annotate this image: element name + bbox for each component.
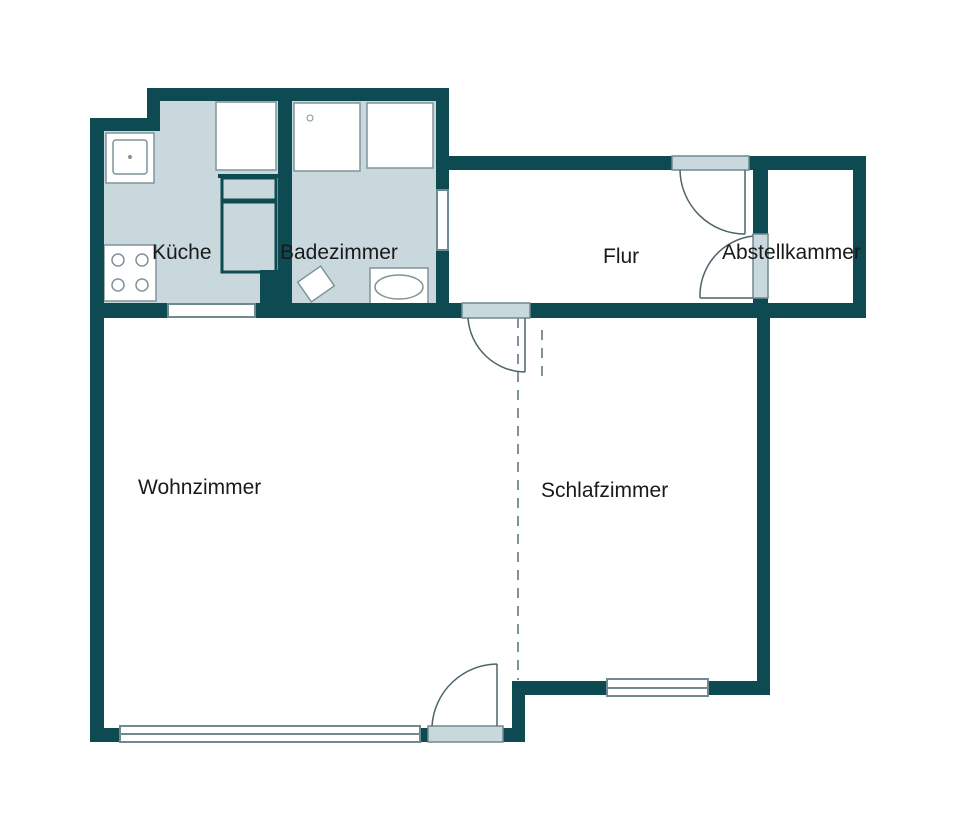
shower-icon	[293, 102, 361, 172]
entrance-door[interactable]	[671, 155, 750, 235]
toilet-icon	[296, 265, 336, 303]
washbasin-icon	[369, 267, 429, 305]
bathroom-window	[436, 189, 449, 251]
cabinet-icon	[220, 176, 278, 202]
counter-edge	[218, 174, 278, 178]
washing-machine-icon	[366, 102, 434, 169]
label-kitchen: Küche	[152, 241, 212, 264]
kitchen-window	[167, 303, 256, 318]
balcony-door[interactable]	[427, 663, 504, 743]
label-hallway: Flur	[603, 245, 639, 268]
storage-door[interactable]	[699, 233, 769, 299]
label-bedroom: Schlafzimmer	[541, 479, 668, 502]
fridge-icon	[215, 101, 277, 171]
label-storage: Abstellkammer	[722, 241, 861, 264]
kitchen-sink-icon	[105, 132, 155, 184]
counter-icon	[220, 200, 278, 274]
bedroom-door[interactable]	[461, 302, 531, 373]
stove-icon	[103, 244, 157, 302]
label-living-room: Wohnzimmer	[138, 476, 261, 499]
walls	[90, 88, 866, 742]
label-bathroom: Badezimmer	[280, 241, 398, 264]
